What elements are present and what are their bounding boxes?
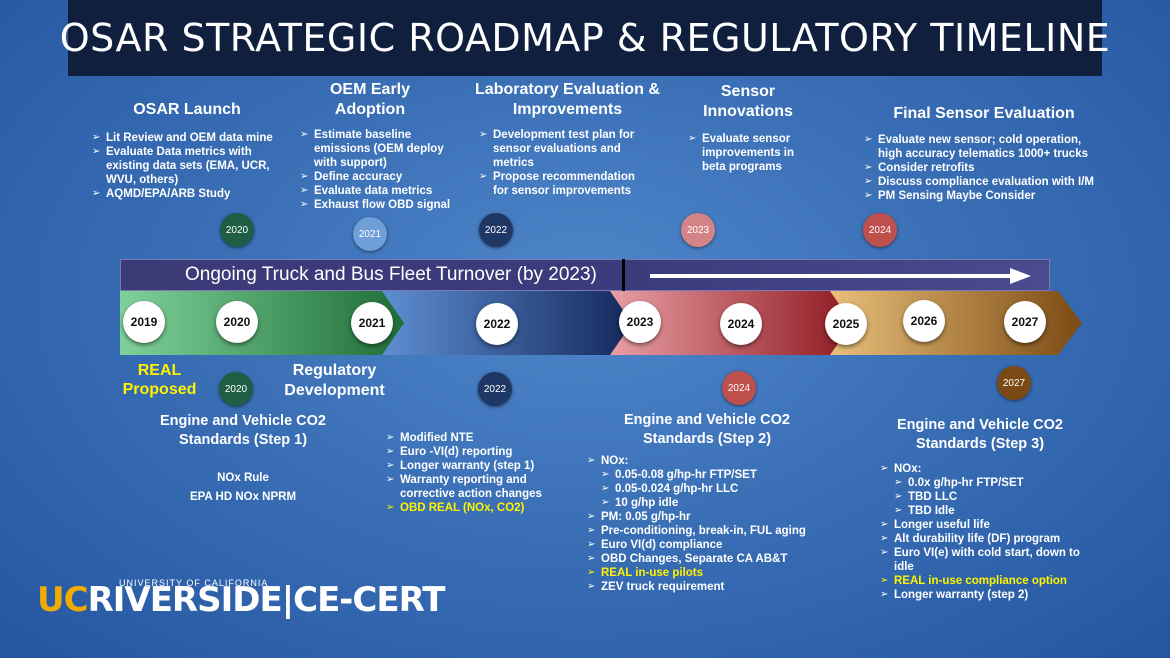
list-item: Evaluate Data metrics with existing data…: [92, 145, 282, 187]
list-item: Discuss compliance evaluation with I/M: [864, 175, 1104, 189]
list-item: NOx:: [587, 454, 827, 468]
list-item: Exhaust flow OBD signal: [300, 198, 452, 212]
regulatory-development-label: Regulatory Development: [284, 362, 385, 399]
fleet-arrow-icon: [650, 268, 1031, 284]
list-item: Consider retrofits: [864, 161, 1104, 175]
timeline-year-2022: 2022: [476, 303, 518, 345]
section-heading: Engine and Vehicle CO2 Standards (Step 1…: [160, 413, 326, 448]
list-item: Development test plan for sensor evaluat…: [479, 128, 649, 170]
list-item: 0.0x g/hp-hr FTP/SET: [894, 476, 1080, 490]
list-item: Warranty reporting and corrective action…: [386, 473, 556, 501]
section-heading: Final Sensor Evaluation: [893, 105, 1075, 122]
logo-separator: |: [281, 580, 294, 620]
nox-rule-label: NOx Rule: [217, 472, 269, 484]
title-bar: OSAR STRATEGIC ROADMAP & REGULATORY TIME…: [60, 0, 1110, 76]
year-badge-2024-bottom: 2024: [722, 371, 756, 405]
year-badge-2024-top: 2024: [863, 213, 897, 247]
list-item: TBD Idle: [894, 504, 1080, 518]
epa-nprm-label: EPA HD NOx NPRM: [189, 491, 297, 503]
list-item: Longer warranty (step 2): [880, 588, 1080, 602]
final-sensor-evaluation-section: Final Sensor Evaluation Evaluate new sen…: [864, 104, 1104, 203]
logo-riverside: RIVERSIDE: [87, 580, 283, 620]
year-badge-2021-top: 2021: [353, 217, 387, 251]
list-item: Longer warranty (step 1): [386, 459, 556, 473]
timeline-year-2026: 2026: [903, 300, 945, 342]
uc-riverside-cecert-logo: UNIVERSITY OF CALIFORNIA UCRIVERSIDE|CE-…: [37, 578, 445, 620]
fleet-turnover-label: Ongoing Truck and Bus Fleet Turnover (by…: [185, 264, 597, 285]
list-item: NOx:: [880, 462, 1080, 476]
regulatory-items: Modified NTE Euro -VI(d) reporting Longe…: [386, 431, 556, 515]
year-badge-2027-bottom: 2027: [997, 366, 1031, 400]
section-heading: Engine and Vehicle CO2 Standards (Step 2…: [624, 412, 790, 447]
list-item: 0.05-0.024 g/hp-hr LLC: [587, 482, 827, 496]
list-item: REAL in-use compliance option: [880, 574, 1080, 588]
list-item: Euro VI(e) with cold start, down to idle: [880, 546, 1080, 574]
year-badge-2020-top: 2020: [220, 213, 254, 247]
list-item: Pre-conditioning, break-in, FUL aging: [587, 524, 827, 538]
timeline-year-2019: 2019: [123, 301, 165, 343]
list-item: Alt durability life (DF) program: [880, 532, 1080, 546]
fleet-divider: [622, 259, 625, 291]
list-item: 10 g/hp idle: [587, 496, 827, 510]
section-heading: OSAR Launch: [133, 101, 241, 118]
year-badge-2022-top: 2022: [479, 213, 513, 247]
timeline-year-2025: 2025: [825, 303, 867, 345]
section-heading: OEM Early Adoption: [329, 81, 411, 118]
list-item: Evaluate new sensor; cold operation, hig…: [864, 133, 1104, 161]
list-item: 0.05-0.08 g/hp-hr FTP/SET: [587, 468, 827, 482]
sensor-innovations-section: Sensor Innovations Evaluate sensor impro…: [688, 82, 808, 174]
timeline-year-2027: 2027: [1004, 301, 1046, 343]
timeline-year-2021: 2021: [351, 302, 393, 344]
list-item: Propose recommendation for sensor improv…: [479, 170, 649, 198]
list-item: Estimate baseline emissions (OEM deploy …: [300, 128, 452, 170]
year-badge-2022-bottom: 2022: [478, 372, 512, 406]
list-item: Lit Review and OEM data mine: [92, 131, 282, 145]
list-item: REAL in-use pilots: [587, 566, 827, 580]
step2-section: Engine and Vehicle CO2 Standards (Step 2…: [587, 411, 827, 594]
section-heading: Sensor Innovations: [703, 83, 793, 120]
step1-section: Engine and Vehicle CO2 Standards (Step 1…: [148, 412, 338, 507]
list-item: Modified NTE: [386, 431, 556, 445]
timeline-year-2024: 2024: [720, 303, 762, 345]
list-item: PM Sensing Maybe Consider: [864, 189, 1104, 203]
oem-early-adoption-section: OEM Early Adoption Estimate baseline emi…: [300, 80, 452, 212]
timeline-year-2020: 2020: [216, 301, 258, 343]
section-heading: Engine and Vehicle CO2 Standards (Step 3…: [897, 417, 1063, 452]
year-badge-2023-top: 2023: [681, 213, 715, 247]
timeline-segment-1: [120, 291, 410, 355]
logo-cecert: CE-CERT: [293, 580, 445, 620]
list-item: ZEV truck requirement: [587, 580, 827, 594]
list-item: Evaluate sensor improvements in beta pro…: [688, 132, 803, 174]
lab-evaluation-section: Laboratory Evaluation & Improvements Dev…: [465, 80, 670, 198]
list-item: Euro VI(d) compliance: [587, 538, 827, 552]
page-title: OSAR STRATEGIC ROADMAP & REGULATORY TIME…: [59, 16, 1111, 60]
year-badge-2020-bottom: 2020: [219, 372, 253, 406]
real-proposed-label: REAL Proposed: [122, 362, 197, 398]
list-item: Define accuracy: [300, 170, 452, 184]
list-item: TBD LLC: [894, 490, 1080, 504]
list-item: Evaluate data metrics: [300, 184, 452, 198]
section-heading: Laboratory Evaluation & Improvements: [475, 81, 660, 118]
timeline-year-2023: 2023: [619, 301, 661, 343]
list-item: Longer useful life: [880, 518, 1080, 532]
logo-uc: UC: [37, 580, 89, 620]
osar-launch-section: OSAR Launch Lit Review and OEM data mine…: [92, 100, 282, 201]
list-item: OBD REAL (NOx, CO2): [386, 501, 556, 515]
list-item: OBD Changes, Separate CA AB&T: [587, 552, 827, 566]
step3-section: Engine and Vehicle CO2 Standards (Step 3…: [880, 416, 1080, 602]
list-item: AQMD/EPA/ARB Study: [92, 187, 282, 201]
list-item: Euro -VI(d) reporting: [386, 445, 556, 459]
list-item: PM: 0.05 g/hp-hr: [587, 510, 827, 524]
logo-university-text: UNIVERSITY OF CALIFORNIA: [119, 578, 269, 588]
